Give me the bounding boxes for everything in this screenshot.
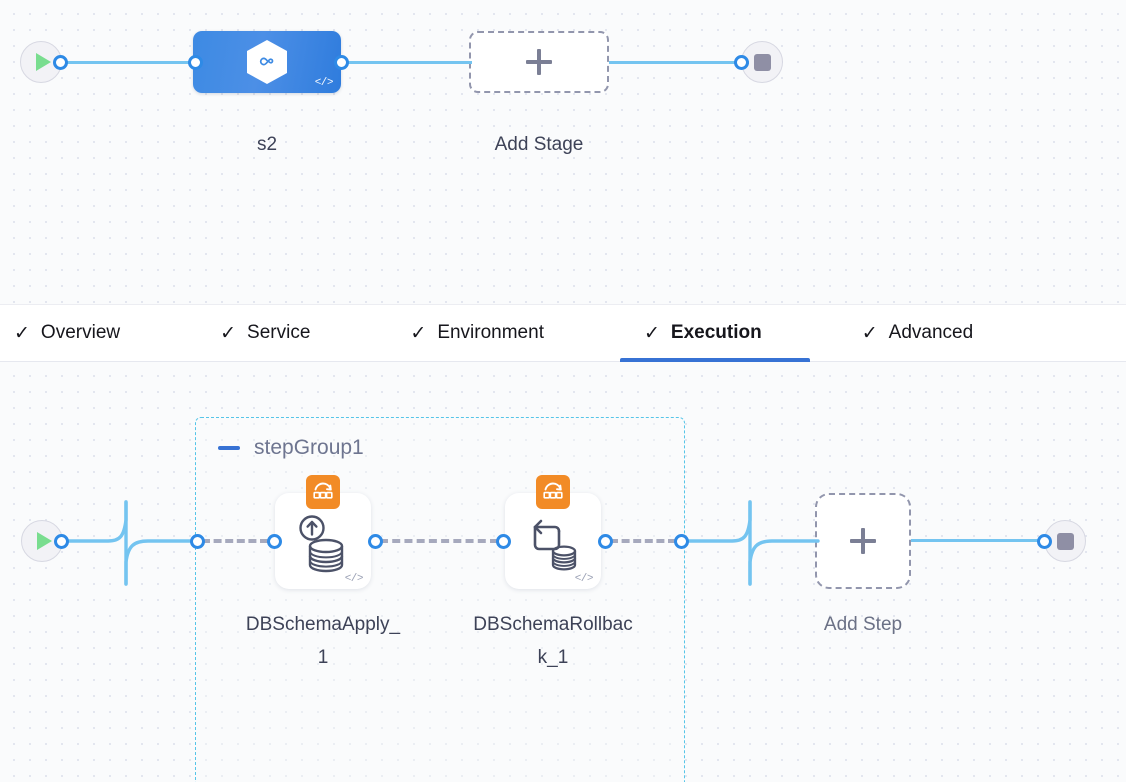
tab-underline bbox=[619, 358, 810, 362]
tab-environment-label: Environment bbox=[437, 322, 544, 343]
play-triangle bbox=[35, 53, 51, 71]
tab-advanced-label: Advanced bbox=[888, 322, 974, 343]
tab-overview-label: Overview bbox=[40, 322, 121, 343]
code-badge-icon: </> bbox=[574, 573, 594, 585]
stage-node-output-port[interactable] bbox=[334, 55, 349, 70]
step-group-title: stepGroup1 bbox=[254, 436, 364, 459]
tab-execution-label: Execution bbox=[670, 322, 762, 343]
step2-output-port[interactable] bbox=[598, 534, 613, 549]
step1-input-port[interactable] bbox=[267, 534, 282, 549]
execution-end-node[interactable] bbox=[1044, 520, 1086, 562]
link-stage-to-addstage bbox=[344, 61, 472, 64]
db-schema-migration-icon bbox=[306, 475, 340, 509]
stepgroup-exit-connector bbox=[682, 500, 824, 591]
step-node-dbschemarollback[interactable]: </> bbox=[505, 475, 601, 589]
stage-node-input-port[interactable] bbox=[188, 55, 203, 70]
link-step2-to-group bbox=[610, 539, 676, 543]
link-group-to-step1 bbox=[202, 539, 268, 543]
tab-advanced[interactable]: ✓ Advanced bbox=[862, 305, 997, 361]
code-badge-icon: </> bbox=[344, 573, 364, 585]
execution-end-port[interactable] bbox=[1037, 534, 1052, 549]
tab-environment[interactable]: ✓ Environment bbox=[410, 305, 568, 361]
step1-label: DBSchemaApply_1 bbox=[245, 614, 401, 669]
stepgroup-input-port[interactable] bbox=[190, 534, 205, 549]
step1-output-port[interactable] bbox=[368, 534, 383, 549]
step-group-container[interactable]: stepGroup1 bbox=[195, 417, 685, 782]
execution-canvas[interactable]: stepGroup1 bbox=[0, 362, 1126, 782]
hexagon-infinity-icon bbox=[247, 40, 287, 84]
database-upload-icon bbox=[275, 493, 371, 589]
code-badge-icon: </> bbox=[314, 77, 334, 89]
db-schema-migration-icon bbox=[536, 475, 570, 509]
database-rollback-icon bbox=[505, 493, 601, 589]
minus-icon[interactable] bbox=[218, 446, 240, 450]
check-icon: ✓ bbox=[14, 322, 30, 344]
add-stage-label: Add Stage bbox=[494, 134, 584, 155]
stage-start-port[interactable] bbox=[53, 55, 68, 70]
add-stage-button[interactable] bbox=[469, 31, 609, 93]
stop-square bbox=[1056, 532, 1074, 550]
link-addstage-to-end bbox=[609, 61, 749, 64]
stage-end-port[interactable] bbox=[734, 55, 749, 70]
stepgroup-output-port[interactable] bbox=[674, 534, 689, 549]
stop-icon bbox=[1044, 520, 1086, 562]
add-step-label: Add Step bbox=[823, 614, 903, 635]
tab-service[interactable]: ✓ Service bbox=[220, 305, 334, 361]
tab-overview[interactable]: ✓ Overview bbox=[14, 305, 144, 361]
execution-start-port[interactable] bbox=[54, 534, 69, 549]
check-icon: ✓ bbox=[643, 322, 660, 344]
stop-square bbox=[753, 53, 771, 71]
check-icon: ✓ bbox=[410, 322, 427, 344]
plus-icon bbox=[850, 528, 876, 554]
check-icon: ✓ bbox=[220, 322, 237, 344]
stage-config-tabs[interactable]: ✓ Overview ✓ Service ✓ Environment ✓ Exe… bbox=[0, 304, 1126, 362]
tab-execution[interactable]: ✓ Execution bbox=[619, 305, 810, 362]
step-group-header[interactable]: stepGroup1 bbox=[218, 436, 364, 460]
step2-label: DBSchemaRollback_1 bbox=[473, 614, 633, 669]
link-step1-to-step2 bbox=[380, 539, 498, 543]
tab-service-label: Service bbox=[247, 322, 311, 343]
link-addstep-to-end bbox=[911, 539, 1043, 542]
stage-node-label: s2 bbox=[256, 134, 278, 155]
play-triangle bbox=[36, 532, 52, 550]
link-start-to-stage bbox=[62, 61, 202, 64]
stage-canvas[interactable]: </> s2 Add Stage bbox=[0, 0, 1126, 304]
step2-input-port[interactable] bbox=[496, 534, 511, 549]
plus-icon bbox=[526, 49, 552, 75]
check-icon: ✓ bbox=[861, 322, 878, 344]
step-node-dbschemaapply[interactable]: </> bbox=[275, 475, 371, 589]
stepgroup-entry-connector bbox=[58, 500, 210, 591]
stage-node-s2[interactable]: </> bbox=[193, 31, 341, 93]
add-step-button[interactable] bbox=[815, 493, 911, 589]
